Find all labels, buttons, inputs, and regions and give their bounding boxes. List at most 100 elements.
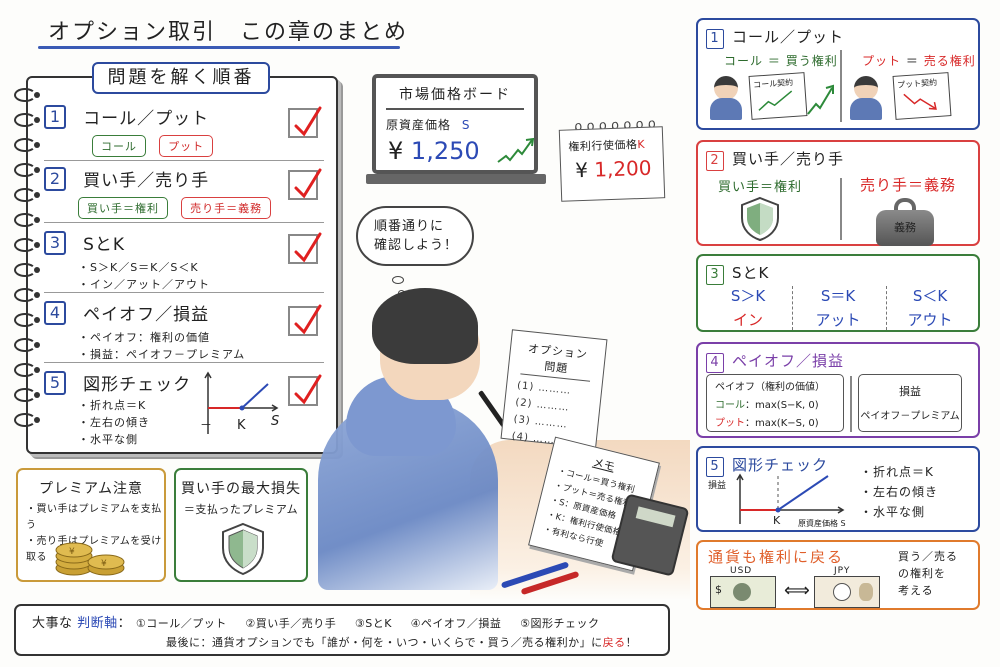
criteria-item: ③SとK <box>354 617 392 630</box>
buyer-right-label: 買い手＝権利 <box>718 180 803 195</box>
panel-number: 4 <box>706 353 724 373</box>
criteria-item: ①コール／プット <box>135 617 227 630</box>
strike-price-value: 1,200 <box>593 155 652 182</box>
panel-number: 1 <box>706 29 724 49</box>
graph-k-label: K <box>773 514 781 527</box>
market-price-board: 市場価格ボード 原資産価格 S ¥ 1,250 <box>372 74 538 174</box>
panel-title: 買い手／売り手 <box>732 150 845 168</box>
step-number: 3 <box>44 230 66 255</box>
graph-x-label: 原資産価格 S <box>798 519 846 528</box>
bullet: ・水平な側 <box>78 433 138 446</box>
problem-sheet-title: オプション問題 <box>520 339 594 382</box>
bullet: ・左右の傾き <box>78 416 150 429</box>
step-2: 2 買い手／売り手 買い手＝権利 売り手＝義務 <box>44 166 324 219</box>
sk-column-atm: S＝K アット <box>798 284 878 332</box>
panel-s-and-k: 3 SとK S＞K イン S＝K アット S＜K アウト <box>696 254 980 332</box>
profit-loss-box: 損益 ペイオフ－プレミアム <box>858 374 962 432</box>
seller-label: 売り手＝ <box>860 176 925 194</box>
max-loss-box: 買い手の最大損失 ＝支払ったプレミアム <box>174 468 308 582</box>
put-right: 売る権利 <box>923 54 976 68</box>
board-title: 市場価格ボード <box>399 87 511 103</box>
panel-number: 5 <box>706 457 724 477</box>
premium-note-line: ・売り手はプレミアムを受け取る <box>26 536 162 563</box>
step-5-checkbox[interactable] <box>288 374 322 406</box>
s-symbol: S <box>461 117 471 132</box>
criteria-item: ⑤図形チェック <box>520 617 600 630</box>
sk-column-itm: S＞K イン <box>708 284 788 332</box>
shield-icon <box>741 196 779 242</box>
person-icon <box>710 76 742 120</box>
step-title: コール／プット <box>83 109 210 129</box>
currency-panel-title: 通貨も権利に戻る <box>708 548 845 566</box>
yen-coins-icon: ¥ ¥ <box>55 542 125 576</box>
step-3-checkbox[interactable] <box>288 232 322 264</box>
step-4: 4 ペイオフ／損益 ・ペイオフ：権利の価値 ・損益：ペイオフ－プレミアム <box>44 300 324 363</box>
colon: ： <box>117 616 132 631</box>
sk-relation: S＞K <box>730 287 766 305</box>
problem-sheet: オプション問題 (1) ……… (2) ……… (3) ……… (4) ……… <box>500 329 608 449</box>
problem-item: (2) ……… <box>514 397 570 414</box>
jpy-bill-icon <box>814 576 880 608</box>
call-contract-icon: コール契約 <box>748 72 808 120</box>
bullet: ・折れ点＝K <box>860 465 934 479</box>
bullet: ・水平な側 <box>860 505 926 519</box>
bullet: ・ペイオフ：権利の価値 <box>78 331 210 344</box>
divider <box>44 362 324 363</box>
seller-duty-pill: 売り手＝義務 <box>181 197 272 219</box>
sk-relation: S＜K <box>912 287 948 305</box>
notebook-heading: 問題を解く順番 <box>92 62 270 94</box>
divider <box>886 286 887 330</box>
pl-heading: 損益 <box>899 385 921 398</box>
currency-symbol: ¥ <box>574 157 589 183</box>
graph-minus-label: － <box>200 418 213 432</box>
checkmark-icon <box>294 106 322 137</box>
currency-note-line: 買う／売る <box>898 550 958 563</box>
k-symbol: K <box>637 137 646 152</box>
panel-title: SとK <box>732 264 770 282</box>
payoff-mini-graph <box>204 371 279 434</box>
checkmark-icon <box>294 168 322 199</box>
call-right: 買う権利 <box>785 54 838 68</box>
payoff-formula-box: ペイオフ（権利の価値） コール：max(S−K, 0) プット：max(K−S,… <box>706 374 844 432</box>
seller-duty: 義務 <box>924 176 957 194</box>
person-icon <box>850 76 882 120</box>
step-4-checkbox[interactable] <box>288 304 322 336</box>
thought-bubble: 順番通りに 確認しよう！ <box>356 206 474 266</box>
divider <box>44 222 324 223</box>
moneyness-state: アウト <box>907 311 953 329</box>
moneyness-state: アット <box>815 311 861 329</box>
svg-text:¥: ¥ <box>69 547 75 557</box>
equals: ＝ <box>767 54 781 68</box>
step-number: 1 <box>44 104 66 129</box>
panel-title: コール／プット <box>732 28 845 46</box>
step-2-checkbox[interactable] <box>288 168 322 200</box>
panel-number: 3 <box>706 265 724 285</box>
step-number: 5 <box>44 370 66 395</box>
currency-symbol: ¥ <box>388 136 404 165</box>
thought-dot <box>392 276 404 284</box>
bullet: ・イン／アット／アウト <box>78 278 210 291</box>
divider <box>840 178 842 240</box>
call-label: コール <box>724 54 764 68</box>
max-loss-heading: 買い手の最大損失 <box>181 481 301 497</box>
call-label: コール <box>715 400 745 411</box>
max-loss-line: ＝支払ったプレミアム <box>183 503 299 516</box>
premium-note-box: プレミアム注意 ・買い手はプレミアムを支払う ・売り手はプレミアムを受け取る ¥… <box>16 468 166 582</box>
sk-relation: S＝K <box>820 287 856 305</box>
graph-y-label: 損益 <box>708 481 727 491</box>
criteria-highlight: 判断軸 <box>77 616 118 631</box>
divider <box>792 286 793 330</box>
problem-item: (3) ……… <box>513 413 569 431</box>
criteria-item: ②買い手／売り手 <box>245 617 337 630</box>
closing-note: 最後に：通貨オプションでも「誰が・何を・いつ・いくらで・買う／売る権利か」に <box>166 636 603 649</box>
sk-column-otm: S＜K アウト <box>890 284 970 332</box>
step-1-checkbox[interactable] <box>288 106 322 138</box>
closing-suffix: ！ <box>625 636 638 649</box>
divider <box>44 160 324 161</box>
divider <box>840 50 842 122</box>
thought-line: 順番通りに <box>374 219 445 234</box>
